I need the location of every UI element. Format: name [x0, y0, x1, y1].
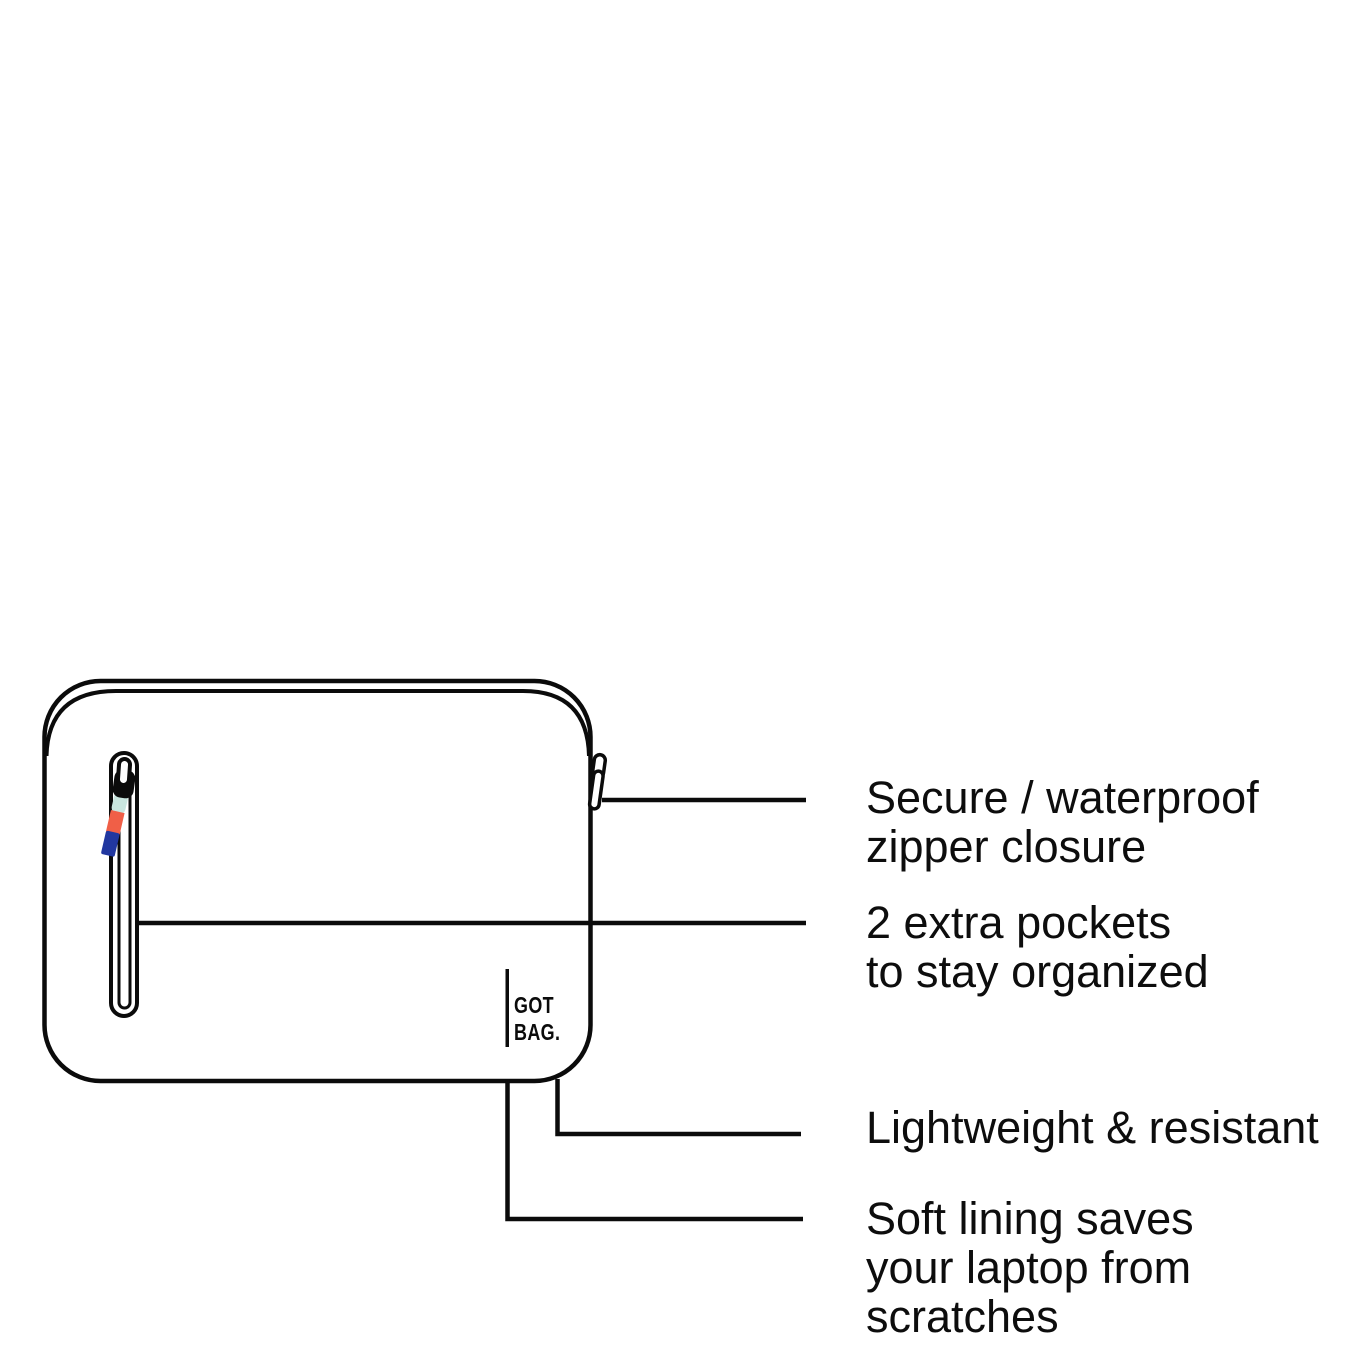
zipper-tab-blue-segment [101, 830, 120, 857]
side-zipper-pull [587, 752, 608, 811]
bag-outline [42, 678, 593, 1084]
bag-top-seam [44, 689, 591, 757]
logo-bar [505, 969, 509, 1047]
front-zipper [101, 751, 139, 1018]
callout-label-zipper: Secure / waterproof zipper closure [866, 773, 1259, 871]
lightweight-callout-line [555, 1079, 801, 1137]
callout-text-line: Secure / waterproof [866, 772, 1259, 823]
logo-text-got: GOT [514, 993, 554, 1019]
callout-text-line: zipper closure [866, 821, 1147, 872]
callout-text-line: your laptop from [866, 1242, 1192, 1293]
callout-label-lining: Soft lining saves your laptop from scrat… [866, 1194, 1194, 1341]
side-pull-strap [587, 769, 605, 811]
brand-logo: GOT BAG. [505, 969, 560, 1047]
callout-label-pockets: 2 extra pockets to stay organized [866, 898, 1209, 996]
callout-text-line: Lightweight & resistant [866, 1102, 1319, 1153]
callout-text-line: Soft lining saves [866, 1193, 1194, 1244]
callout-label-material: Lightweight & resistant [866, 1103, 1319, 1152]
callout-text-line: 2 extra pockets [866, 897, 1172, 948]
zipper-pull-hole [115, 757, 133, 787]
callout-text-line: to stay organized [866, 946, 1209, 997]
lining-callout-line [505, 1079, 803, 1222]
zipper-tab-coral-segment [105, 809, 125, 835]
callout-text-line: scratches [866, 1291, 1059, 1342]
logo-text-bag: BAG. [514, 1020, 560, 1046]
